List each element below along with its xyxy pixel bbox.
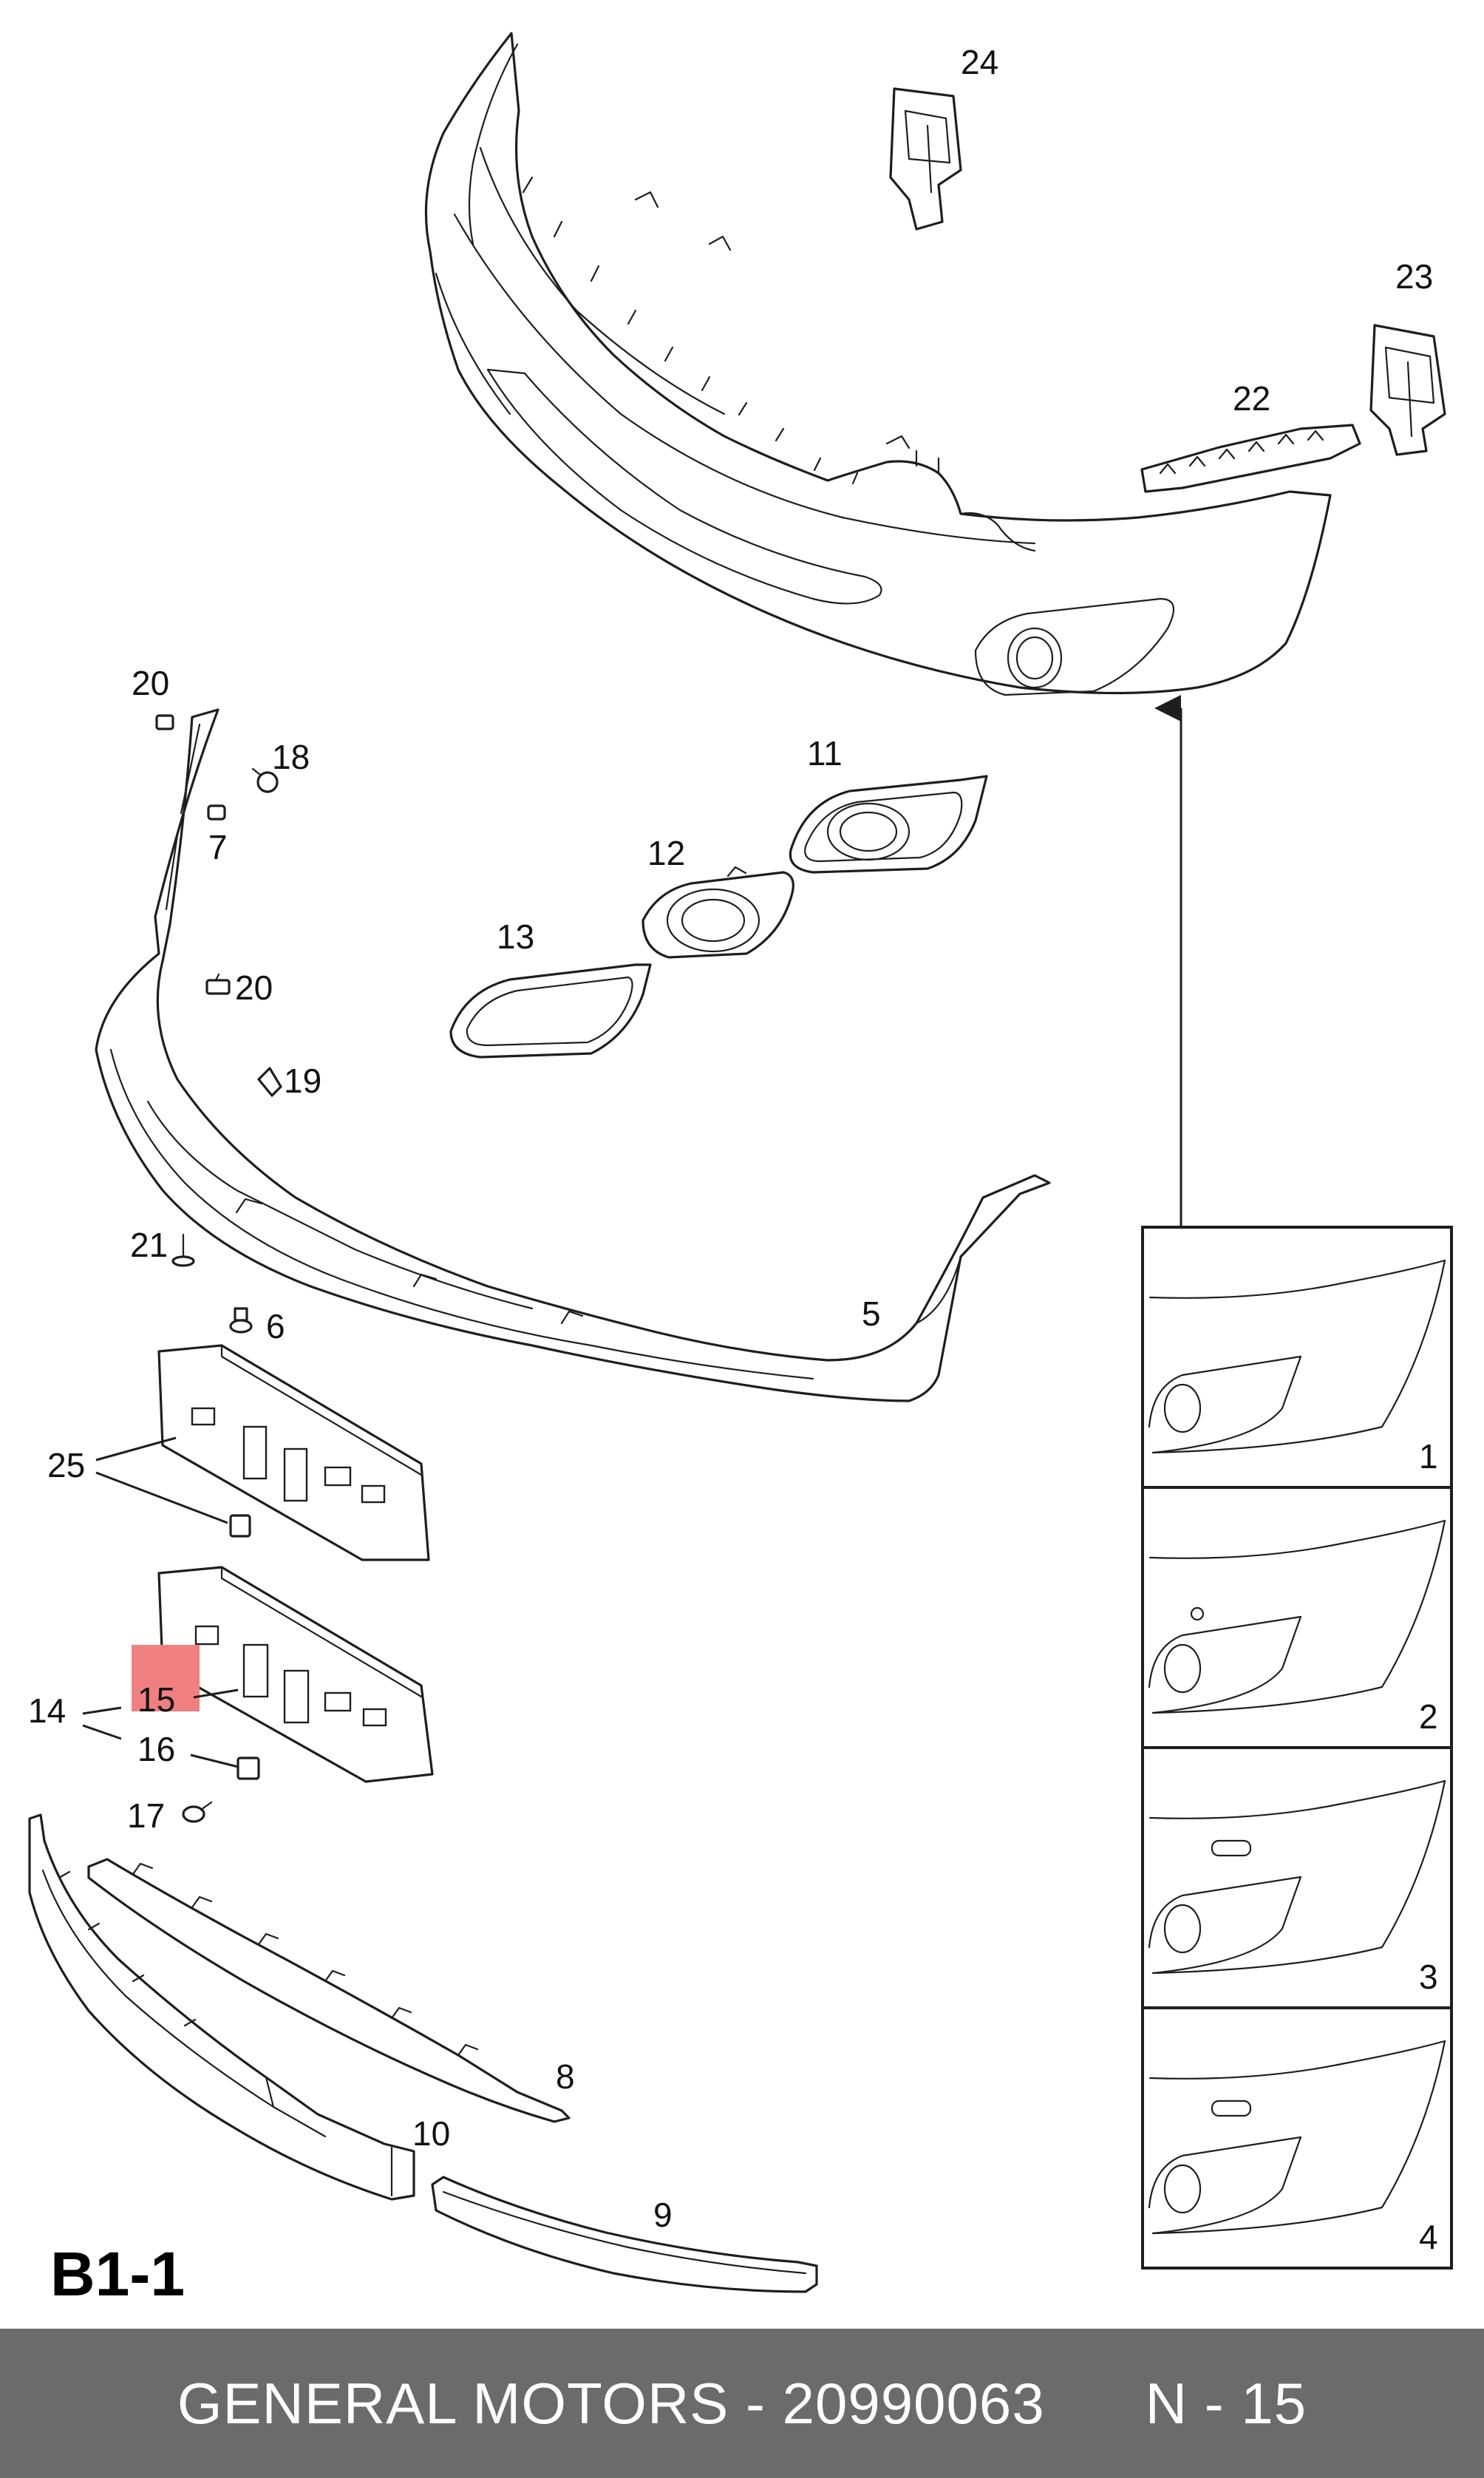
footer-brand: GENERAL MOTORS	[177, 2370, 729, 2436]
footer-text: GENERAL MOTORS - 20990063 N - 15	[177, 2370, 1307, 2437]
variant-3-label: 3	[1419, 1958, 1438, 1996]
part-12-fog-lamp-housing	[641, 866, 794, 959]
variant-1-label: 1	[1419, 1437, 1438, 1476]
part-20-clip-lower	[205, 973, 231, 995]
callout-8: 8	[556, 2057, 575, 2096]
leader-25-b	[95, 1471, 228, 1524]
callout-22: 22	[1233, 379, 1270, 418]
part-25-clip	[229, 1514, 251, 1538]
part-18-push-pin	[251, 767, 279, 793]
callout-19: 19	[284, 1062, 321, 1100]
leader-25-a	[95, 1436, 177, 1462]
part-13-fog-bezel-trim	[449, 963, 652, 1059]
callout-14: 14	[28, 1691, 66, 1730]
bumper-fascia-assembly	[424, 32, 1332, 696]
part-17-screw	[182, 1801, 213, 1823]
variant-1: 1	[1141, 1226, 1453, 1489]
callout-10: 10	[412, 2114, 450, 2153]
callout-25: 25	[47, 1446, 85, 1484]
fog-lamp-pocket	[974, 597, 1175, 696]
callout-17: 17	[127, 1796, 165, 1835]
callout-24: 24	[961, 43, 998, 81]
variant-3: 3	[1141, 1746, 1453, 2009]
callout-23: 23	[1395, 257, 1433, 296]
part-16-clip	[236, 1756, 260, 1780]
part-8-air-deflector	[87, 1858, 571, 2123]
part-25-plate-bracket	[157, 1344, 430, 1561]
footer-part-number: 20990063	[782, 2370, 1045, 2436]
callout-5: 5	[862, 1294, 881, 1333]
lower-grille-opening	[486, 368, 882, 605]
callout-20-upper: 20	[132, 664, 169, 702]
variant-4: 4	[1141, 2006, 1453, 2270]
callout-15: 15	[137, 1680, 175, 1719]
leader-16	[190, 1754, 239, 1768]
variant-2-label: 2	[1419, 1697, 1438, 1736]
variant-2: 2	[1141, 1486, 1453, 1749]
callout-21: 21	[130, 1226, 168, 1264]
callout-9: 9	[653, 2196, 673, 2234]
part-14-plate-bracket	[157, 1566, 434, 1783]
footer-bar: GENERAL MOTORS - 20990063 N - 15	[0, 2329, 1484, 2478]
callout-20-lower: 20	[235, 968, 273, 1007]
variant-panel: 1 2 3 4	[1141, 1226, 1453, 2270]
callout-18: 18	[272, 738, 310, 776]
variant-4-label: 4	[1419, 2218, 1438, 2256]
part-11-fog-bezel	[789, 775, 988, 874]
part-10-lower-deflector	[28, 1813, 415, 2201]
leader-14-b	[82, 1724, 122, 1740]
part-21-screw	[171, 1233, 195, 1267]
part-20-clip-upper	[155, 714, 174, 730]
part-9-trim-strip	[431, 2176, 818, 2293]
bumper-fascia	[424, 32, 1332, 695]
part-15-highlight	[132, 1645, 200, 1711]
part-19-retainer	[257, 1067, 282, 1097]
sheet-id: B1-1	[50, 2239, 185, 2309]
part-23-bracket	[1369, 324, 1446, 456]
exploded-parts-diagram: 24 23 22 11 12 13 5	[28, 32, 1453, 2309]
leader-15	[193, 1688, 239, 1699]
part-7-clip-nut	[207, 804, 226, 821]
callout-6: 6	[266, 1307, 285, 1345]
callout-16: 16	[137, 1730, 175, 1768]
callout-11: 11	[807, 734, 843, 773]
footer-separator: -	[729, 2370, 783, 2436]
callout-7: 7	[208, 828, 228, 866]
callout-12: 12	[647, 834, 685, 872]
footer-position-label: N - 15	[1145, 2370, 1307, 2436]
callout-13: 13	[497, 917, 534, 956]
part-24-bracket	[889, 87, 962, 231]
part-6-bolt	[229, 1307, 253, 1334]
part-5-lower-bumper-cover	[95, 708, 1051, 1402]
part-22-side-bracket	[1140, 424, 1361, 493]
leader-14-a	[82, 1706, 122, 1715]
